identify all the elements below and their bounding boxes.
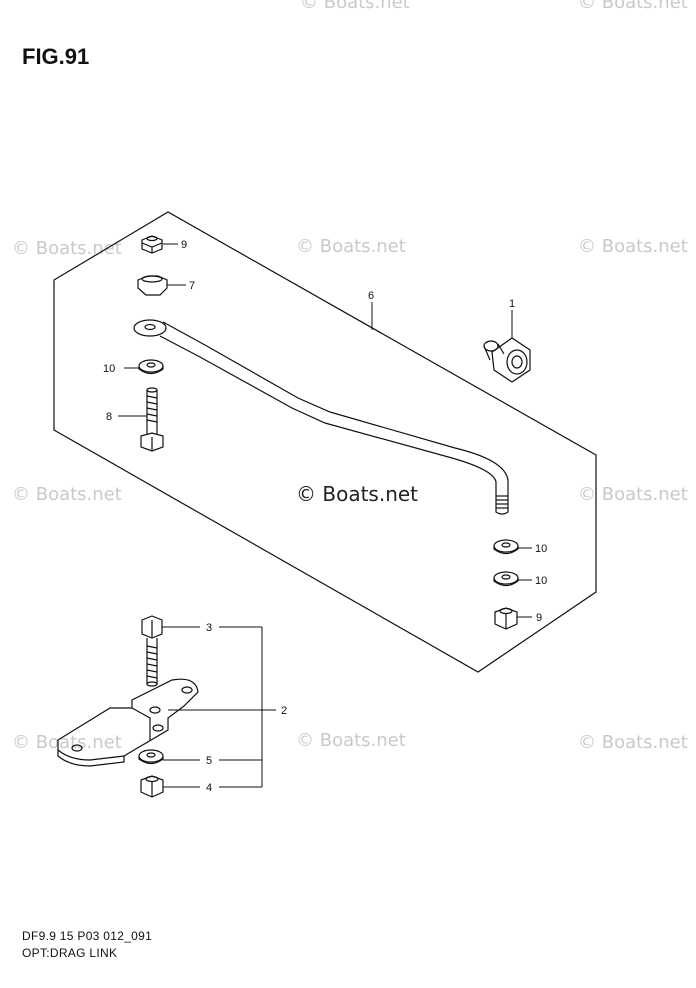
bolt-part-8: [140, 387, 164, 452]
washer-part-10-left: [138, 359, 164, 375]
watermark: © Boats.net: [578, 484, 688, 505]
callout-4: 4: [206, 782, 212, 794]
nut-part-9-top: [141, 235, 163, 254]
watermark-center: © Boats.net: [296, 482, 419, 506]
callout-1: 1: [509, 298, 515, 310]
callout-10: 10: [535, 543, 547, 555]
figure-title: FIG.91: [22, 44, 90, 69]
watermark: © Boats.net: [12, 732, 122, 753]
callout-10: 10: [535, 575, 547, 587]
bracket-part-2: [57, 678, 199, 767]
bolt-part-3: [141, 615, 163, 687]
drag-link-rod-part-6: [133, 319, 509, 515]
callout-9: 9: [536, 612, 542, 624]
callout-6: 6: [368, 290, 374, 302]
watermark: © Boats.net: [578, 236, 688, 257]
diagram-code: DF9.9 15 P03 012_091: [22, 929, 153, 943]
watermark: © Boats.net: [578, 732, 688, 753]
watermark: © Boats.net: [296, 730, 406, 751]
callout-3: 3: [206, 622, 212, 634]
diagram-name: OPT:DRAG LINK: [22, 946, 118, 960]
callout-10: 10: [103, 363, 115, 375]
watermark: © Boats.net: [296, 236, 406, 257]
washer-part-10-right-upper: [493, 539, 519, 555]
callout-8: 8: [106, 411, 112, 423]
callout-5: 5: [206, 755, 212, 767]
nut-part-9-right: [494, 607, 518, 630]
callout-2: 2: [281, 705, 287, 717]
watermark: © Boats.net: [300, 0, 410, 13]
callout-7: 7: [189, 280, 195, 292]
fitting-part-1: [483, 337, 531, 383]
washer-part-5: [138, 749, 164, 765]
leader-lines: [118, 243, 532, 788]
watermark: © Boats.net: [12, 238, 122, 259]
nut-part-4: [140, 775, 164, 798]
callout-9: 9: [181, 239, 187, 251]
kit-outline: [53, 211, 597, 673]
collar-part-7: [137, 275, 168, 296]
watermark: © Boats.net: [12, 484, 122, 505]
washer-part-10-right-lower: [493, 571, 519, 587]
watermark: © Boats.net: [578, 0, 688, 13]
